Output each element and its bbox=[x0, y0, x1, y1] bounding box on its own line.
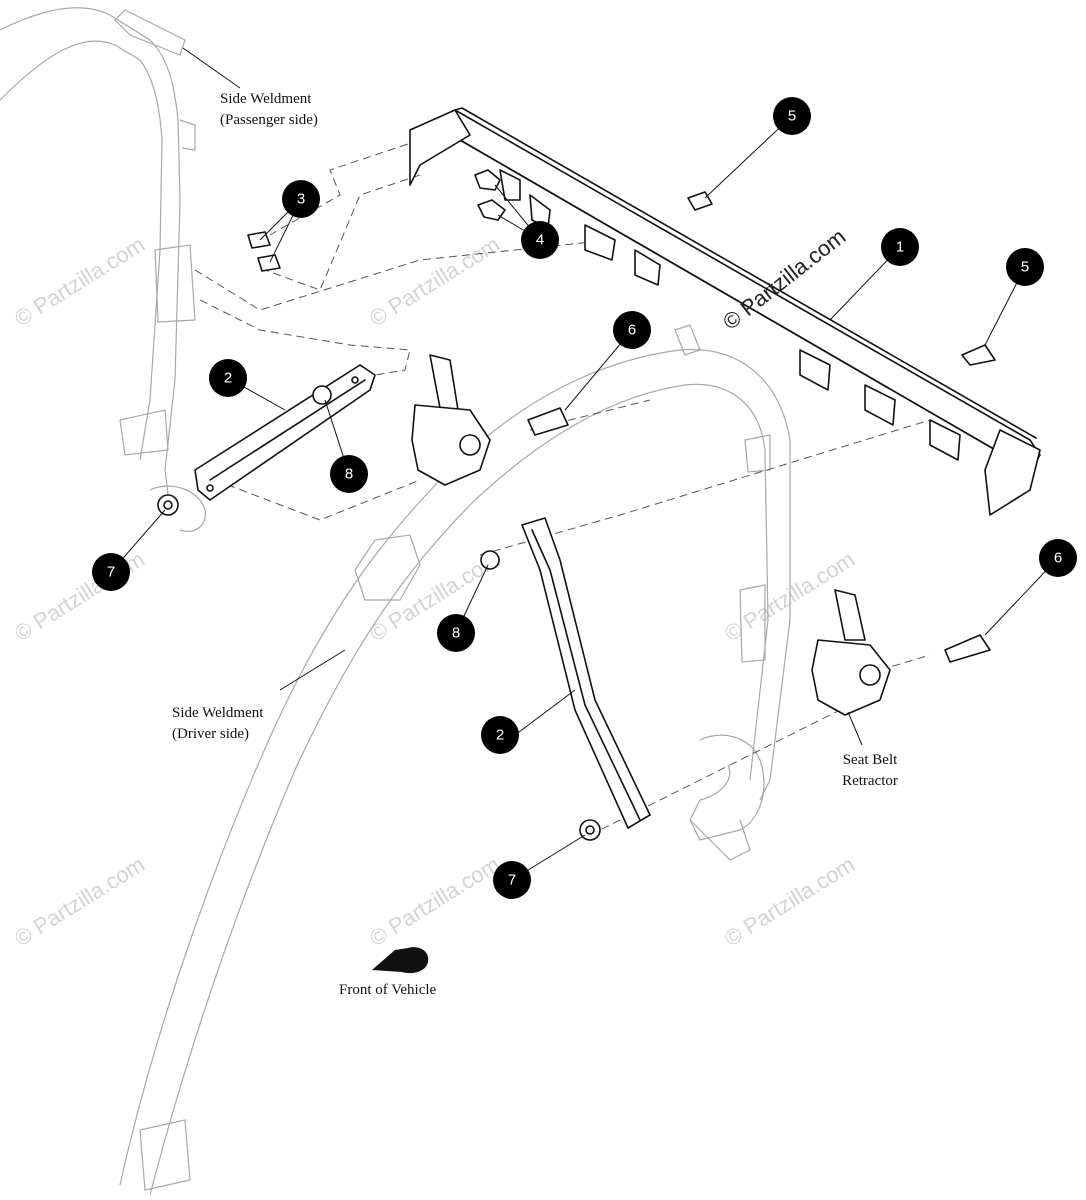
strap-part-2-lower bbox=[521, 517, 651, 829]
driver-side-weldment bbox=[119, 324, 791, 1196]
bolts-part-6 bbox=[527, 407, 991, 663]
nuts-part-8 bbox=[312, 385, 500, 570]
svg-text:7: 7 bbox=[107, 564, 115, 581]
svg-text:8: 8 bbox=[452, 625, 460, 642]
label-line: Retractor bbox=[842, 773, 898, 789]
seat-belt-retractor-upper bbox=[411, 354, 491, 486]
svg-text:6: 6 bbox=[628, 322, 636, 339]
label-front-of-vehicle: Front of Vehicle bbox=[339, 982, 437, 998]
label-line: Side Weldment bbox=[172, 705, 264, 721]
label-line: (Driver side) bbox=[172, 726, 250, 742]
callout-7-lower: 7 bbox=[493, 861, 531, 899]
svg-text:2: 2 bbox=[224, 370, 232, 387]
passenger-side-weldment bbox=[0, 7, 207, 532]
callout-2-upper: 2 bbox=[209, 359, 247, 397]
callout-6-lower: 6 bbox=[1039, 539, 1077, 577]
callout-2-lower: 2 bbox=[481, 716, 519, 754]
svg-text:2: 2 bbox=[496, 727, 504, 744]
callout-5-right: 5 bbox=[1006, 248, 1044, 286]
label-side-weldment-driver: Side Weldment (Driver side) bbox=[172, 703, 263, 745]
callout-6-upper: 6 bbox=[613, 311, 651, 349]
seat-belt-retractor-lower bbox=[811, 589, 891, 716]
front-arrow-icon bbox=[372, 947, 429, 974]
svg-text:8: 8 bbox=[345, 466, 353, 483]
svg-text:3: 3 bbox=[297, 191, 305, 208]
svg-text:6: 6 bbox=[1054, 550, 1062, 567]
callouts: 1 2 2 3 4 5 5 bbox=[92, 97, 1077, 899]
svg-text:5: 5 bbox=[1021, 259, 1029, 276]
svg-text:7: 7 bbox=[508, 872, 516, 889]
label-seat-belt-retractor: Seat Belt Retractor bbox=[830, 750, 910, 792]
svg-text:5: 5 bbox=[788, 108, 796, 125]
cross-bar-part-1 bbox=[409, 107, 1041, 516]
label-line: (Passenger side) bbox=[220, 112, 318, 128]
callout-8-upper: 8 bbox=[330, 455, 368, 493]
callout-8-lower: 8 bbox=[437, 614, 475, 652]
svg-text:1: 1 bbox=[896, 239, 904, 256]
callout-1: 1 bbox=[881, 228, 919, 266]
callout-4: 4 bbox=[521, 221, 559, 259]
label-line: Side Weldment bbox=[220, 91, 312, 107]
label-side-weldment-passenger: Side Weldment (Passenger side) bbox=[220, 89, 318, 131]
callout-3: 3 bbox=[282, 180, 320, 218]
callout-7-left: 7 bbox=[92, 553, 130, 591]
callout-5-left: 5 bbox=[773, 97, 811, 135]
svg-text:4: 4 bbox=[536, 232, 544, 249]
label-line: Seat Belt bbox=[842, 752, 898, 768]
